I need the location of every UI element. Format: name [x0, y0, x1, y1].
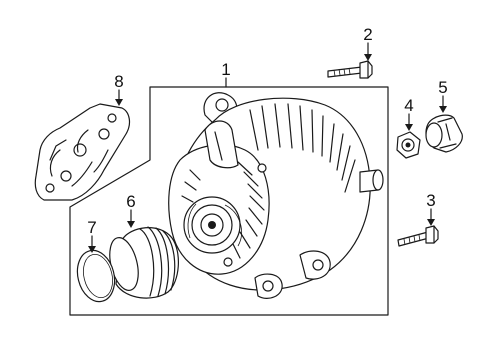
part-1-bracket [69, 86, 389, 316]
pulley [109, 226, 179, 299]
bolt-upper [327, 60, 373, 79]
heat-shield-bracket [34, 103, 131, 201]
alternator [168, 92, 384, 299]
terminal-nut [396, 131, 421, 159]
pulley-cap [76, 249, 116, 303]
connector-cap [425, 114, 463, 153]
callout-2: 2 [363, 25, 372, 44]
callout-8: 8 [114, 72, 123, 91]
leader-arrows [88, 42, 447, 253]
callout-5: 5 [438, 78, 447, 97]
callout-3: 3 [426, 191, 435, 210]
bolt-lower [397, 225, 439, 247]
callout-1: 1 [221, 60, 230, 79]
callout-6: 6 [126, 192, 135, 211]
callout-4: 4 [404, 96, 413, 115]
callout-7: 7 [87, 218, 96, 237]
